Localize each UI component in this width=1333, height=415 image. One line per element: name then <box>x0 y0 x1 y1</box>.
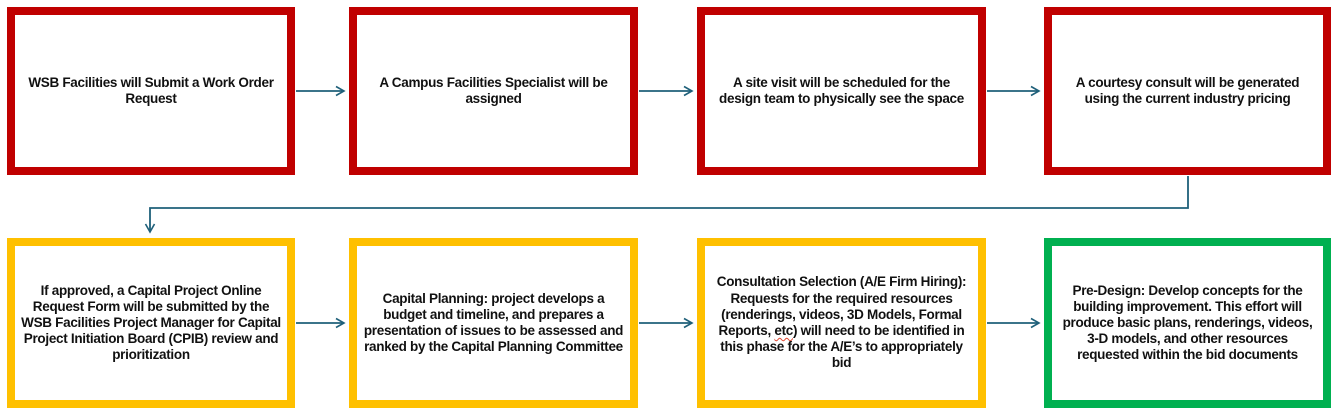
step-courtesy-consult: A courtesy consult will be generated usi… <box>1044 7 1331 175</box>
step-wsb-work-order: WSB Facilities will Submit a Work Order … <box>7 7 295 175</box>
step-label: A courtesy consult will be generated usi… <box>1075 74 1300 106</box>
step-label: Pre-Design: Develop concepts for the bui… <box>1062 282 1313 363</box>
step-specialist-assigned: A Campus Facilities Specialist will be a… <box>349 7 638 175</box>
step-label: If approved, a Capital Project Online Re… <box>21 282 281 363</box>
step-label: A site visit will be scheduled for the d… <box>719 74 964 106</box>
step-cpib-request: If approved, a Capital Project Online Re… <box>7 238 295 408</box>
step-label: WSB Facilities will Submit a Work Order … <box>28 74 274 106</box>
step-label: Consultation Selection (A/E Firm Hiring)… <box>711 274 972 371</box>
step-label: Capital Planning: project develops a bud… <box>363 290 624 355</box>
arrow-step4-step5-elbow <box>144 176 1189 234</box>
step-label-before: Consultation Selection (A/E Firm Hiring)… <box>716 274 967 338</box>
step-consultant-selection: Consultation Selection (A/E Firm Hiring)… <box>697 238 986 408</box>
step-site-visit: A site visit will be scheduled for the d… <box>697 7 986 175</box>
step-label-after: ) will need to be identified in this pha… <box>720 323 965 371</box>
step-label: A Campus Facilities Specialist will be a… <box>379 74 608 106</box>
step-capital-planning: Capital Planning: project develops a bud… <box>349 238 638 408</box>
spellcheck-flagged-word: etc <box>774 323 793 338</box>
step-pre-design: Pre-Design: Develop concepts for the bui… <box>1044 238 1331 408</box>
